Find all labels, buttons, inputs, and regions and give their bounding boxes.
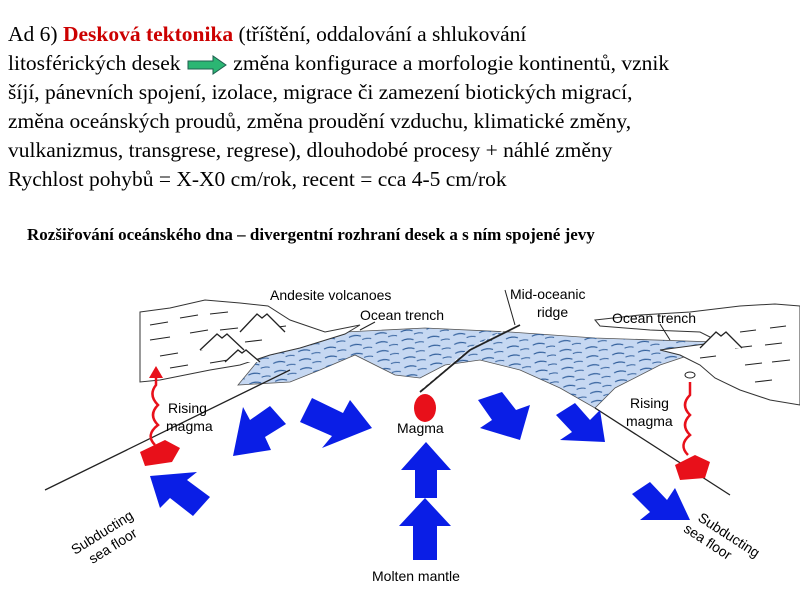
label-rising-left-1: Rising <box>168 400 207 416</box>
arrow-right-upper <box>478 392 530 440</box>
arrow-left-middle <box>233 406 286 456</box>
slide-text: Ad 6) Desková tektonika (tříštění, oddal… <box>8 20 800 194</box>
text-line-2: litosférických desek změna konfigurace a… <box>8 49 800 78</box>
left-magma-blob <box>140 440 180 466</box>
left-subduction-line <box>44 369 291 491</box>
arrow-right-lower <box>632 482 690 520</box>
line-2-end: změna konfigurace a morfologie kontinent… <box>227 51 670 75</box>
andesite-volcano-icons <box>199 313 286 363</box>
ridge-label-leader <box>504 289 516 326</box>
line-1-text: (tříštění, oddalování a shlukování <box>233 22 527 46</box>
arrow-left-lower <box>150 472 210 516</box>
diagram-subtitle: Rozšiřování oceánského dna – divergentní… <box>27 225 595 244</box>
label-rising-right-1: Rising <box>630 395 669 411</box>
left-rising-magma-path <box>149 374 160 446</box>
text-line-4: změna oceánských proudů, změna proudění … <box>8 109 632 133</box>
label-rising-right-2: magma <box>626 413 673 429</box>
label-subducting-left: Subducting sea floor <box>68 507 140 567</box>
line-2-start: litosférických desek <box>8 51 186 75</box>
text-line-3: šíjí, pánevních spojení, izolace, migrac… <box>8 80 633 104</box>
trench-left-leader <box>359 321 376 331</box>
arrow-right-middle <box>556 403 605 442</box>
label-mid-oceanic-2: ridge <box>537 304 568 320</box>
right-volcano-icon <box>699 331 743 349</box>
trench-right-leader <box>659 323 671 341</box>
right-continent <box>594 303 800 406</box>
label-magma: Magma <box>397 420 444 436</box>
ocean-texture <box>238 328 720 408</box>
seafloor-spreading-diagram: Andesite volcanoes Ocean trench Mid-ocea… <box>44 286 800 584</box>
text-line-5: vulkanizmus, transgrese, regrese), dlouh… <box>8 138 613 162</box>
right-continent-hatching <box>699 325 791 383</box>
label-molten-mantle: Molten mantle <box>372 568 460 584</box>
label-andesite-volcanoes: Andesite volcanoes <box>270 287 391 303</box>
label-mid-oceanic-1: Mid-oceanic <box>510 286 585 302</box>
label-rising-left-2: magma <box>166 418 213 434</box>
text-line-1: Ad 6) Desková tektonika (tříštění, oddal… <box>8 20 800 49</box>
arrow-up-lower <box>399 498 451 560</box>
ridge-fault-line <box>419 324 521 393</box>
right-magma-blob <box>675 455 710 480</box>
label-ocean-trench-right: Ocean trench <box>612 310 696 326</box>
central-magma-blob <box>414 394 436 422</box>
arrow-up-upper <box>401 442 451 498</box>
label-ocean-trench-left: Ocean trench <box>360 307 444 323</box>
topic-highlight: Desková tektonika <box>62 22 234 46</box>
section-prefix: Ad 6) <box>8 22 63 46</box>
text-line-6: Rychlost pohybů = X-X0 cm/rok, recent = … <box>8 167 507 191</box>
right-rising-magma-path <box>682 382 692 456</box>
right-subduction-line <box>594 407 731 496</box>
left-rising-magma-arrowhead <box>149 366 163 378</box>
right-arrow-icon <box>187 55 227 76</box>
label-subducting-right: Subducting sea floor <box>681 509 763 563</box>
mantle-flow-arrows <box>150 392 690 560</box>
arrow-left-upper <box>300 398 372 448</box>
